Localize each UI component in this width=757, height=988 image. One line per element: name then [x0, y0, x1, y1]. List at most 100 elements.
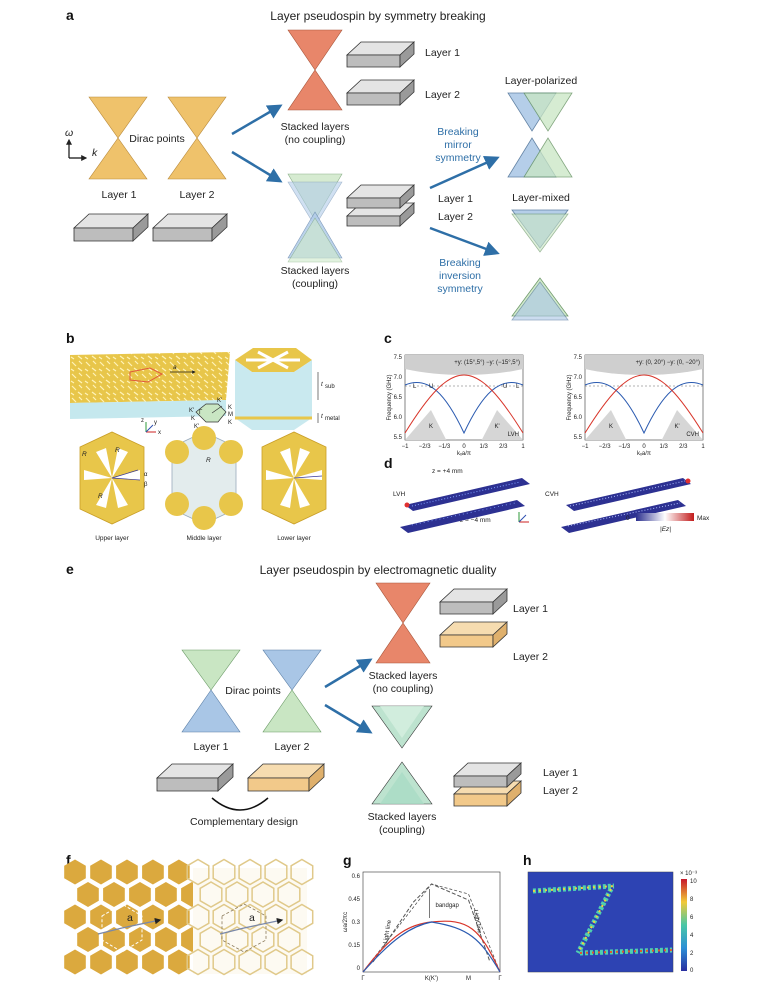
field-strip-lvh-bottom	[400, 500, 525, 533]
cbar-label: |Ez|	[660, 526, 671, 533]
bz-m: M	[228, 412, 233, 418]
stacked-no-coupling-line2: (no coupling)	[285, 134, 346, 146]
e-cone-no-coupling	[375, 582, 431, 664]
panel-h-label: h	[523, 852, 532, 868]
slab-top-layer2-label: Layer 2	[425, 89, 460, 101]
bz-k-right: K	[228, 405, 232, 411]
hex-cell	[264, 948, 288, 976]
g-ytick: 0.3	[352, 920, 361, 926]
ytick: 5.5	[394, 435, 403, 441]
arrow-to-no-coupling	[231, 104, 283, 136]
hex-cell	[290, 948, 314, 976]
cone-layer-mixed	[511, 209, 569, 321]
hex-cell	[186, 858, 210, 886]
breaking-inversion-2: inversion	[439, 270, 481, 282]
g-ytick: 0	[357, 966, 361, 972]
layer-mixed-label: Layer-mixed	[512, 192, 570, 204]
hex-cell	[77, 882, 99, 907]
band-tag: CVH	[686, 432, 699, 438]
panel-a-title: Layer pseudospin by symmetry breaking	[270, 9, 485, 23]
hex-cell	[64, 949, 86, 975]
field-strip-cvh-top	[566, 478, 691, 511]
panel-f: f a a	[64, 852, 314, 976]
e-stacked-slabs	[452, 762, 523, 807]
f-a-right: a	[249, 912, 255, 924]
band-L-left: L	[413, 384, 417, 390]
hex-cell	[212, 948, 236, 976]
hex-cell	[186, 903, 210, 931]
band-L-right: L	[516, 384, 520, 390]
panel-g-label: g	[343, 852, 352, 868]
e-stacked-no-coupling-2: (no coupling)	[373, 683, 434, 695]
ytick: 7.5	[394, 355, 403, 361]
g-ytick: 0.6	[352, 874, 361, 880]
hex-cell	[90, 904, 112, 930]
e-stacked-layer2: Layer 2	[543, 785, 578, 797]
hex-cell	[199, 926, 223, 953]
slab-top-layer2	[345, 79, 416, 106]
g-xtick: Γ	[361, 976, 365, 982]
xlabel: kₓa/π	[457, 451, 471, 457]
xtick: −1	[402, 444, 410, 450]
upper-continuum	[405, 355, 523, 375]
h-tick-2: 2	[690, 951, 694, 957]
omega-label: ω	[65, 127, 73, 139]
ylabel: Frequency (GHz)	[567, 374, 573, 420]
k-valley-shade	[585, 410, 627, 440]
bz-k-right2: K	[228, 420, 232, 426]
band-red	[584, 374, 704, 434]
hex-cell	[290, 903, 314, 931]
cone-e-layer1	[181, 649, 241, 733]
hex-cell	[199, 881, 223, 908]
field-map-h	[527, 871, 674, 973]
e-arrow-no-coupling	[324, 658, 373, 689]
bz-kprime-top: K'	[217, 398, 222, 404]
hex-cell	[238, 903, 262, 931]
band-legend: +y: (15°,5°) −y: (−15°,5°)	[454, 360, 520, 366]
hex-cell	[103, 882, 125, 907]
hex-cell	[142, 949, 164, 975]
breaking-mirror-3: symmetry	[435, 152, 481, 164]
xtick: −1	[582, 444, 590, 450]
hex-cell	[212, 903, 236, 931]
dirac-cone-layer2	[167, 96, 227, 180]
upper-layer-label: Upper layer	[95, 535, 129, 542]
panel-a-label: a	[66, 7, 74, 23]
h-cbar-exp: × 10⁻³	[680, 871, 697, 877]
hex-cell	[116, 859, 138, 885]
breaking-inversion-3: symmetry	[437, 283, 483, 295]
ytick: 6.0	[394, 415, 403, 421]
g-xtick: Γ	[498, 976, 502, 982]
e-slab-right-tan	[438, 621, 509, 648]
rc-label: R	[206, 457, 211, 464]
panel-a: a Layer pseudospin by symmetry breaking …	[65, 7, 577, 321]
g-ytick: 0.15	[348, 943, 360, 949]
band-blue	[404, 382, 524, 435]
slab-coupled-layer2-label: Layer 2	[438, 211, 473, 223]
axes-d	[518, 512, 529, 523]
unit-cell-block	[235, 348, 312, 430]
xtick: 1	[701, 444, 705, 450]
hex-cell	[168, 859, 190, 885]
t-sub-subscript: sub	[325, 384, 335, 390]
hex-cell	[90, 949, 112, 975]
brillouin-zone: K' K M Γ K' K K K'	[189, 398, 233, 430]
cone-stacked-no-coupling	[287, 29, 343, 111]
xtick: 0	[462, 444, 466, 450]
k-point-label: K	[429, 424, 433, 430]
h-tick-10: 10	[690, 879, 697, 885]
g-upper-band	[372, 883, 491, 963]
band-blue	[584, 382, 704, 435]
g-blue-band	[362, 921, 501, 973]
cone-e-layer2	[262, 649, 322, 733]
hex-cell	[238, 948, 262, 976]
e-slab-right-gray	[438, 588, 509, 615]
dirac-cone-layer1	[88, 96, 148, 180]
hex-cell	[129, 927, 151, 952]
h-tick-6: 6	[690, 915, 694, 921]
bz-k-left: K	[191, 416, 195, 422]
panel-f-label: f	[66, 852, 71, 868]
ytick: 6.5	[394, 395, 403, 401]
